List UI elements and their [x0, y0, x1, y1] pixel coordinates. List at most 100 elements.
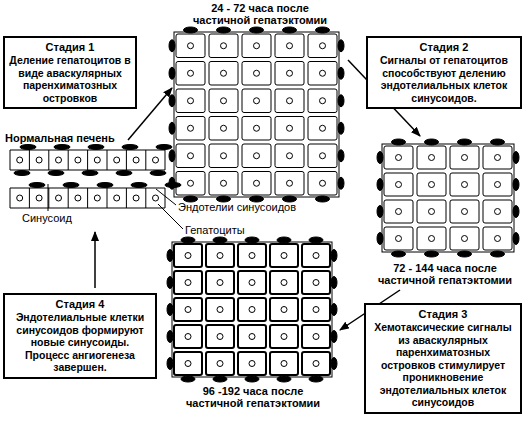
nucleus — [495, 236, 501, 242]
hepatocyte-cell — [417, 146, 446, 169]
nucleus — [221, 153, 227, 159]
nucleus — [249, 361, 255, 367]
cell-border — [107, 188, 108, 208]
endothelial-cell — [169, 95, 175, 107]
hepatocyte-cell — [308, 172, 337, 196]
nucleus — [221, 180, 227, 186]
hepatocyte-cell — [174, 244, 202, 267]
nucleus — [313, 307, 319, 313]
hepatocyte-cell — [176, 117, 205, 141]
hepatocyte-cell — [242, 34, 271, 58]
nucleus — [217, 334, 223, 340]
nucleus — [254, 125, 260, 131]
nucleus — [75, 157, 81, 163]
endothelial-cell — [392, 251, 406, 257]
endothelial-cell — [277, 237, 291, 243]
endothelial-cell — [63, 183, 79, 188]
nucleus — [221, 70, 227, 76]
cell-border — [165, 188, 166, 208]
endothelial-cell — [217, 27, 231, 33]
hepatocyte-cell — [275, 89, 304, 113]
hepatocyte-cell — [483, 227, 512, 250]
nucleus — [188, 98, 194, 104]
cell-border — [29, 188, 30, 208]
endothelial-cell — [213, 237, 227, 243]
nucleus — [320, 153, 326, 159]
endothelial-cell — [331, 250, 337, 262]
endothelial-cell — [97, 183, 113, 188]
island-outline — [174, 32, 339, 197]
nucleus — [133, 195, 139, 201]
hepatocyte-cell — [206, 352, 234, 375]
leader-line — [48, 184, 49, 211]
hepatocyte-cell — [238, 352, 266, 375]
hepatocyte-cell — [384, 200, 413, 223]
stage-heading: Стадия 4 — [9, 298, 151, 311]
endothelial-cell — [491, 139, 505, 145]
nucleus — [254, 43, 260, 49]
endothelial-cell — [331, 277, 337, 289]
endothelial-cell — [169, 67, 175, 79]
nucleus — [287, 180, 293, 186]
hepatocyte-cell — [242, 89, 271, 113]
hepatocyte-cell — [176, 172, 205, 196]
endothelial-cell — [122, 145, 138, 150]
nucleus — [114, 195, 120, 201]
hepatocyte-cell — [176, 89, 205, 113]
hepatocyte-cell — [302, 244, 330, 267]
endothelial-cell — [250, 27, 264, 33]
nucleus — [217, 307, 223, 313]
endothelial-cell — [245, 376, 259, 382]
hepatocyte-cell — [174, 325, 202, 348]
endothelial-cell — [425, 139, 439, 145]
hepatocyte-cell — [176, 62, 205, 86]
stage-box: Стадия 3Хемотаксические сигналы из аваск… — [364, 303, 522, 414]
nucleus — [429, 182, 435, 188]
endothelial-cell — [377, 152, 383, 164]
hepatocyte-cell — [483, 173, 512, 196]
hepatocyte-cell — [209, 89, 238, 113]
nucleus — [287, 43, 293, 49]
endothelial-cell — [167, 250, 173, 262]
endothelial-cell — [338, 95, 344, 107]
endothelial-cell — [167, 358, 173, 370]
hepatocyte-cell — [275, 62, 304, 86]
endothelial-cell — [167, 331, 173, 343]
nucleus — [56, 157, 62, 163]
hepatocyte-cell — [417, 227, 446, 250]
endothelial-cell — [167, 304, 173, 316]
endothelial-cell — [283, 27, 297, 33]
hepatocyte-cell — [450, 146, 479, 169]
hepatocyte-cell — [206, 325, 234, 348]
endothelial-cell — [513, 152, 519, 164]
nucleus — [462, 209, 468, 215]
time-label: 96 -192 часа после частичной гепатэктоми… — [178, 385, 328, 409]
hepatocyte-cell — [308, 34, 337, 58]
nucleus — [153, 157, 159, 163]
hepatocyte-cell — [209, 34, 238, 58]
nucleus — [56, 195, 62, 201]
cell-border — [68, 150, 69, 170]
endothelial-cell — [54, 145, 70, 150]
endothelial-cell — [169, 40, 175, 52]
hepatocyte-cell — [242, 62, 271, 86]
hepatocyte-cell — [209, 62, 238, 86]
nucleus — [396, 209, 402, 215]
endothelial-cell — [150, 171, 166, 176]
endothelial-cell — [277, 376, 291, 382]
nucleus — [217, 361, 223, 367]
cell-border — [10, 188, 11, 208]
part-label: Синусоид — [22, 212, 72, 224]
nucleus — [429, 155, 435, 161]
hepatocyte-cell — [384, 146, 413, 169]
hepatocyte-cell — [308, 117, 337, 141]
stage-description: Эндотелиальные клетки синусоидов формиру… — [9, 311, 151, 374]
nucleus — [429, 236, 435, 242]
hepatocyte-cell — [206, 298, 234, 321]
nucleus — [254, 180, 260, 186]
cell-border — [48, 150, 49, 170]
nucleus — [133, 157, 139, 163]
hepatocyte-cell — [417, 200, 446, 223]
island-outline — [382, 144, 514, 252]
